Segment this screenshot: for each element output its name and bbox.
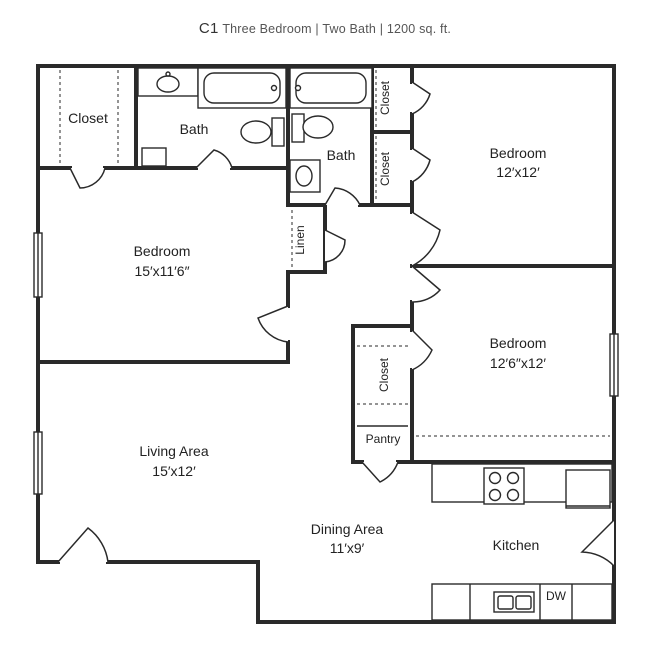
closet-mid-b-label: Closet	[378, 151, 392, 186]
bath-2-label: Bath	[327, 147, 356, 163]
windows	[33, 232, 619, 495]
room-labels: Closet Bath Bath Closet Closet Bedroom 1…	[68, 80, 567, 603]
fixtures	[137, 67, 613, 621]
closet-dashes	[59, 70, 610, 437]
linen-label: Linen	[293, 225, 307, 254]
unit-description: Three Bedroom | Two Bath | 1200 sq. ft.	[222, 22, 452, 36]
closet-center-label: Closet	[377, 357, 391, 392]
bedroom-w-size: 15′x11′6″	[134, 263, 189, 279]
kitchen-label: Kitchen	[493, 537, 540, 553]
dining-size: 11′x9′	[330, 540, 365, 556]
bedroom-e-name: Bedroom	[490, 335, 547, 351]
bedroom-e-size: 12′6″x12′	[490, 355, 547, 371]
bath-1-label: Bath	[180, 121, 209, 137]
closet-mid-a-label: Closet	[378, 80, 392, 115]
exterior-walls	[36, 64, 616, 624]
living-size: 15′x12′	[152, 463, 196, 479]
interior-walls	[36, 64, 616, 522]
plan-title: C1 Three Bedroom | Two Bath | 1200 sq. f…	[0, 20, 650, 37]
dining-name: Dining Area	[311, 521, 384, 537]
unit-code: C1	[198, 20, 219, 37]
bedroom-ne-name: Bedroom	[490, 145, 547, 161]
bedroom-ne-size: 12′x12′	[496, 164, 540, 180]
dishwasher-label: DW	[546, 589, 567, 603]
bedroom-w-name: Bedroom	[134, 243, 191, 259]
doors	[57, 81, 615, 567]
closet-top-left-label: Closet	[68, 110, 108, 126]
living-name: Living Area	[139, 443, 208, 459]
pantry-label: Pantry	[366, 432, 401, 446]
